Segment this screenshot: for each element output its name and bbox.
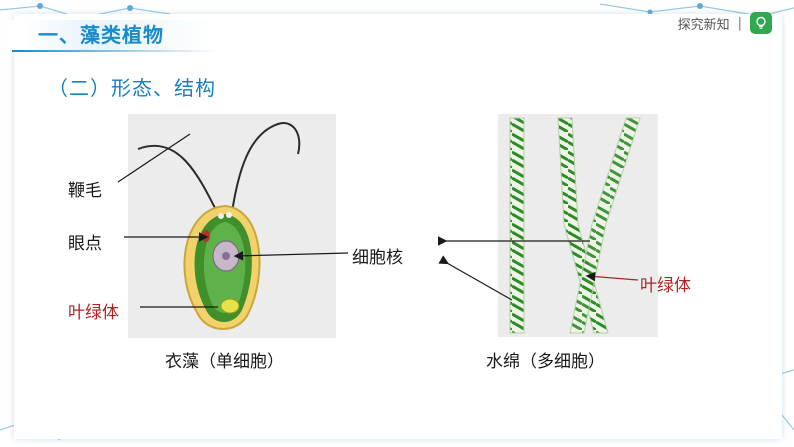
label-nucleus: 细胞核 [352, 248, 403, 268]
label-flagella: 鞭毛 [68, 181, 102, 201]
top-right-bar: 探究新知 | [678, 12, 772, 34]
label-chloroplast-right: 叶绿体 [640, 276, 691, 296]
subheading: （二）形态、结构 [48, 76, 216, 100]
chlamydomonas-image [128, 114, 336, 338]
section-tag: 探究新知 [677, 17, 730, 33]
caption-spirogyra: 水绵（多细胞） [486, 352, 605, 372]
section-title: 一、藻类植物 [8, 20, 217, 52]
lightbulb-icon [750, 12, 772, 34]
label-chloroplast-left: 叶绿体 [68, 303, 119, 323]
label-eyespot: 眼点 [68, 234, 102, 254]
separator: | [737, 15, 742, 31]
caption-chlamydomonas: 衣藻（单细胞） [165, 352, 284, 372]
